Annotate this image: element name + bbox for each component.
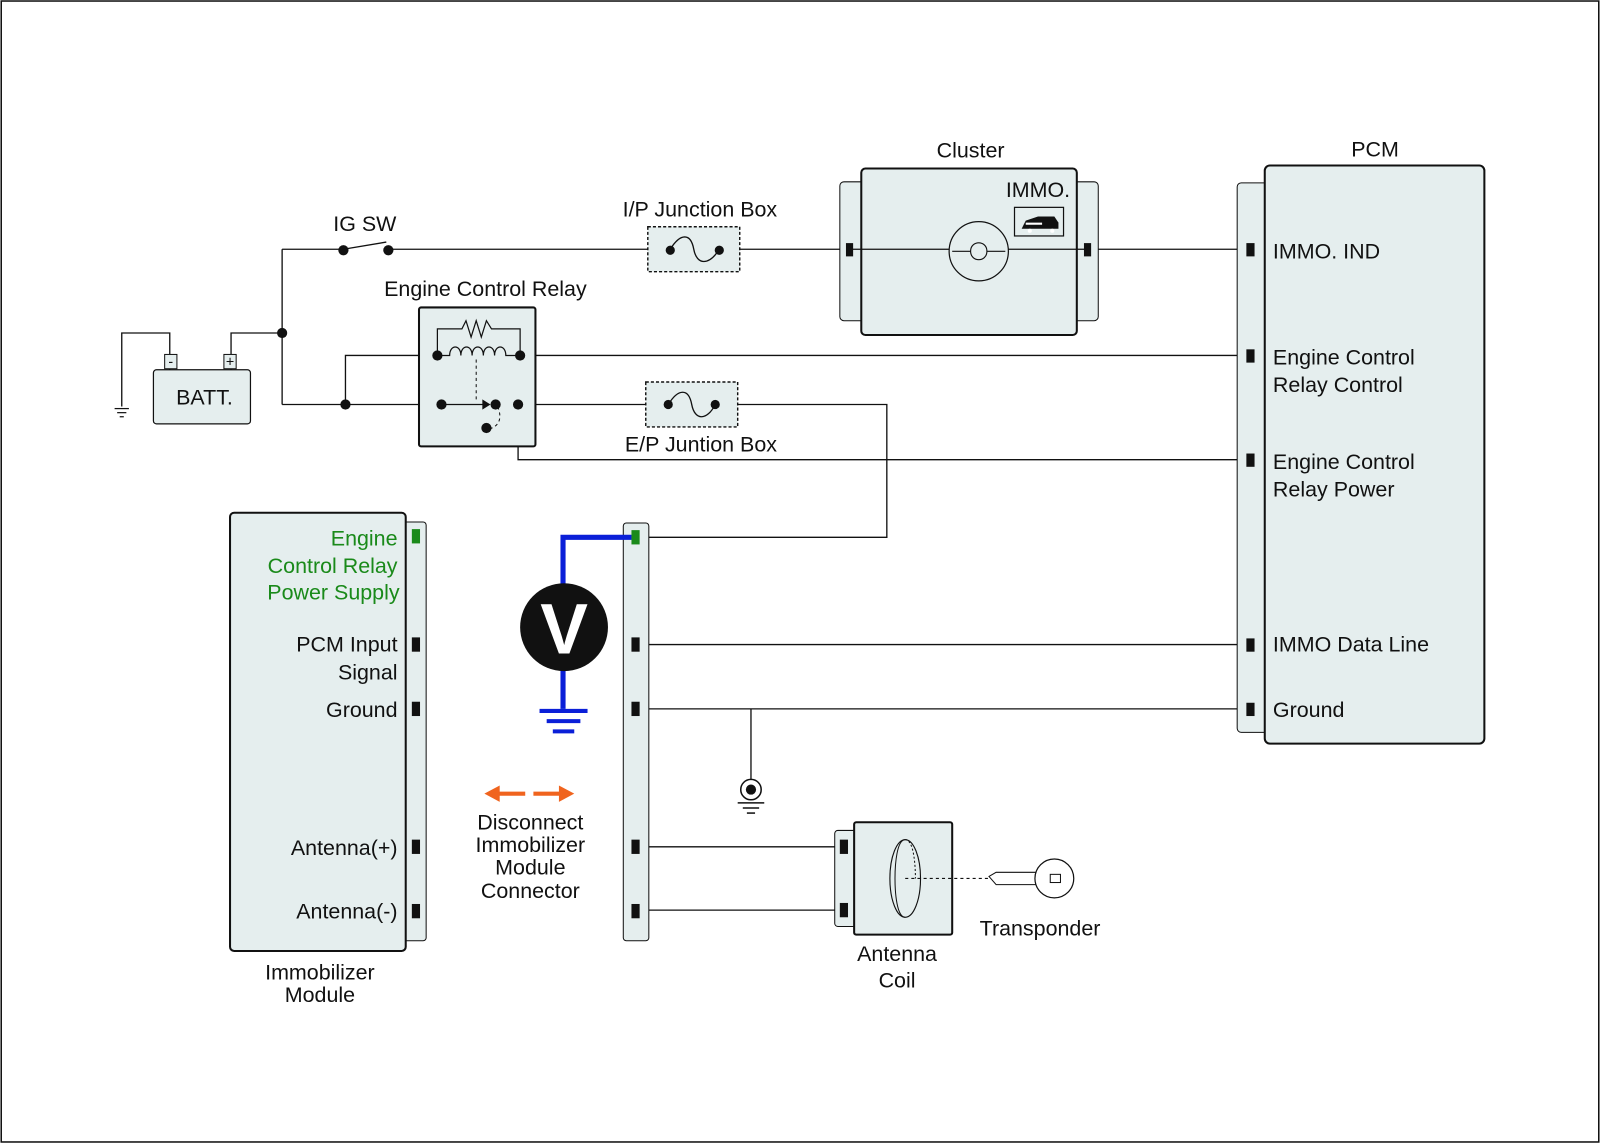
pcm-label-immo-ind: IMMO. IND: [1273, 239, 1380, 263]
battery-label: BATT.: [176, 385, 233, 409]
immo-label-power-2: Control Relay: [268, 554, 398, 578]
ig-switch-label: IG SW: [333, 212, 397, 236]
pcm-label-relay-control-2: Relay Control: [1273, 373, 1403, 397]
immo-pin-pcm-input: [411, 637, 421, 652]
pcm-pin-relay-power: [1246, 453, 1255, 467]
pcm-label-relay-control-1: Engine Control: [1273, 346, 1415, 370]
immobilizer-module: Engine Control Relay Power Supply PCM In…: [229, 511, 427, 1007]
cluster: Cluster IMMO.: [839, 138, 1099, 337]
disconnect-label-2: Immobilizer: [476, 833, 586, 857]
voltmeter-ground-icon: [539, 708, 588, 734]
disconnect-label-1: Disconnect: [477, 810, 583, 834]
voltmeter: V: [520, 534, 632, 734]
ip-junction-label: I/P Junction Box: [623, 198, 778, 222]
connector-pin-antenna-neg: [631, 903, 640, 919]
immo-label-antenna-pos: Antenna(+): [291, 836, 398, 860]
antenna-coil-label-2: Coil: [879, 969, 916, 993]
transponder-key-icon: [988, 858, 1075, 899]
immo-label-pcm-input-1: PCM Input: [296, 633, 397, 657]
coil-pin-neg: [839, 902, 849, 918]
ip-junction-box: I/P Junction Box: [623, 198, 778, 273]
cluster-immo-label: IMMO.: [1006, 178, 1070, 202]
pcm-pin-immo-data: [1246, 638, 1255, 652]
immo-label-power-1: Engine: [331, 526, 398, 550]
connector-pin-antenna-pos: [631, 839, 640, 854]
immo-pin-antenna-neg: [411, 903, 421, 919]
coil-pin-pos: [839, 839, 849, 854]
engine-control-relay: Engine Control Relay: [384, 277, 587, 448]
immo-title-1: Immobilizer: [265, 961, 375, 985]
feed-junction-node: [277, 327, 288, 339]
pcm-title: PCM: [1351, 137, 1399, 161]
pcm-label-relay-power-2: Relay Power: [1273, 477, 1395, 501]
immo-pin-antenna-pos: [411, 839, 421, 854]
cluster-title: Cluster: [937, 138, 1005, 162]
ep-junction-box: E/P Juntion Box: [625, 381, 777, 456]
immobilizer-connector: [622, 522, 650, 942]
disconnect-arrows-icon: [484, 785, 575, 802]
transponder-label: Transponder: [980, 917, 1101, 941]
pcm: PCM IMMO. IND Engine Control Relay Contr…: [1236, 137, 1486, 745]
immo-label-pcm-input-2: Signal: [338, 660, 398, 684]
battery-ground-icon: [114, 407, 129, 418]
pcm-pin-ground: [1246, 702, 1255, 717]
antenna-coil: Antenna Coil: [834, 821, 989, 993]
chassis-ground-icon: [737, 778, 765, 814]
voltmeter-symbol: V: [540, 590, 588, 670]
voltmeter-icon: [520, 583, 608, 672]
pcm-label-ground: Ground: [1273, 698, 1345, 722]
battery: - + BATT.: [152, 353, 252, 425]
immo-label-ground: Ground: [326, 698, 398, 722]
immo-label-antenna-neg: Antenna(-): [296, 899, 397, 923]
battery-pos-sign: +: [226, 355, 234, 371]
pcm-pin-relay-control: [1246, 349, 1255, 363]
ig-switch: IG SW: [333, 212, 397, 256]
ep-junction-label: E/P Juntion Box: [625, 432, 777, 456]
immo-pin-power-supply: [411, 529, 421, 544]
pcm-pin-immo-ind: [1246, 243, 1255, 257]
battery-neg-sign: -: [168, 355, 173, 371]
disconnect-label-3: Module: [495, 855, 565, 879]
immo-pin-ground: [411, 701, 421, 717]
immo-title-2: Module: [285, 983, 355, 1007]
disconnect-label-4: Connector: [481, 879, 580, 903]
connector-pin-power: [631, 530, 640, 545]
relay-feed-node: [340, 399, 351, 410]
immo-label-power-3: Power Supply: [267, 581, 400, 605]
connector-pin-data: [631, 637, 640, 652]
pcm-label-immo-data: IMMO Data Line: [1273, 633, 1429, 657]
cluster-pin-left: [845, 243, 854, 257]
cluster-pin-right: [1083, 243, 1092, 257]
connector-pin-ground: [631, 701, 640, 717]
pcm-label-relay-power-1: Engine Control: [1273, 450, 1415, 474]
relay-label: Engine Control Relay: [384, 277, 587, 301]
antenna-coil-label-1: Antenna: [857, 942, 937, 966]
immo-car-key-icon: [1013, 206, 1065, 237]
